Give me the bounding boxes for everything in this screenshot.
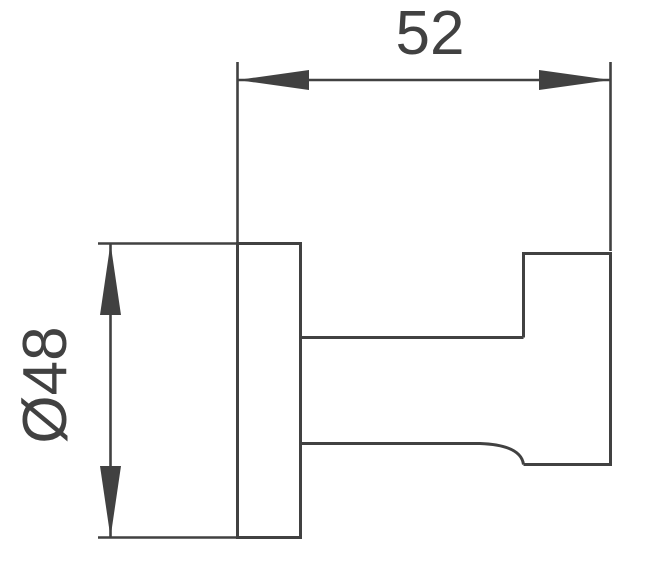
wall-plate-outline [236,242,302,539]
arrowhead-down-icon [100,466,121,538]
arrowhead-up-icon [100,243,121,315]
dimension-label-diameter: Ø48 [11,326,80,444]
post-bottom-fillet-line [300,442,525,465]
arrowhead-right-icon [539,70,611,90]
end-knob-outline [522,252,612,466]
dimension-label-width: 52 [395,0,465,68]
arrowhead-left-icon [237,70,309,90]
